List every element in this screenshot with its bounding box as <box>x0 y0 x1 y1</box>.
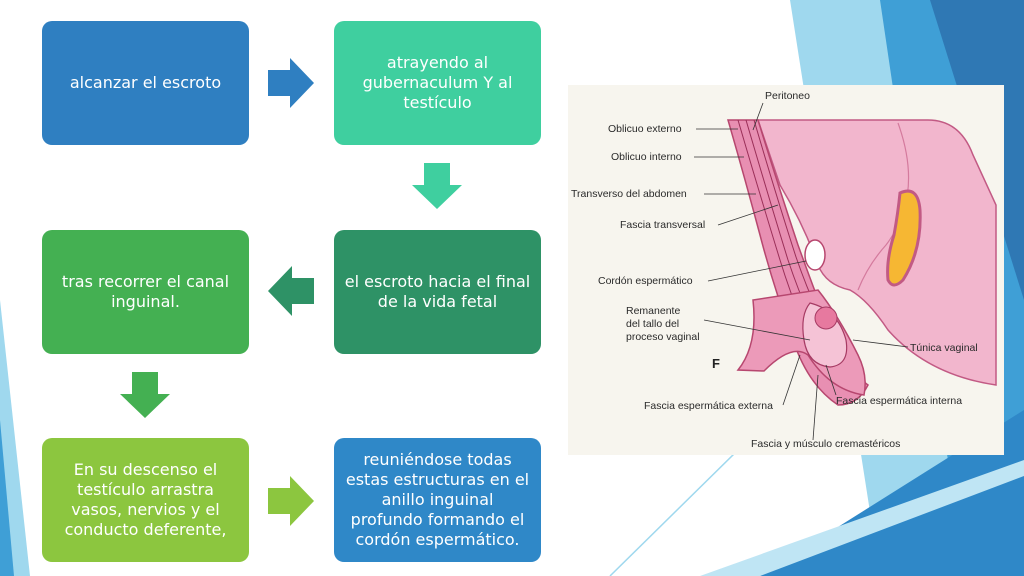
arrow-right-2 <box>268 476 314 526</box>
label-fascia-espermatica-externa: Fascia espermática externa <box>644 400 773 412</box>
label-tunica-vaginal: Túnica vaginal <box>910 342 978 354</box>
label-fascia-musculo-cremastericos: Fascia y músculo cremastéricos <box>751 438 900 450</box>
leader-lines <box>694 102 909 441</box>
box-tras-recorrer-canal: tras recorrer el canal inguinal. <box>42 230 249 354</box>
testis <box>814 306 838 330</box>
label-fascia-espermatica-interna: Fascia espermática interna <box>836 395 962 407</box>
cavity-inner-fold <box>857 122 910 291</box>
spermatic-cord <box>804 239 826 271</box>
arrow-right-1 <box>268 58 314 108</box>
inguinal-anatomy-figure: Peritoneo Oblicuo externo Oblicuo intern… <box>568 85 1004 455</box>
yellow-structure <box>886 189 922 287</box>
bottom-right-triangle-light <box>700 460 1024 576</box>
box-atrayendo-gubernaculum: atrayendo al gubernaculum Y al testículo <box>334 21 541 145</box>
label-fascia-transversal: Fascia transversal <box>620 219 705 231</box>
box-escroto-final-vida-fetal: el escroto hacia el final de la vida fet… <box>334 230 541 354</box>
label-transverso-abdomen: Transverso del abdomen <box>571 188 687 200</box>
label-remanente-1: Remanente <box>626 305 680 317</box>
label-remanente-3: proceso vaginal <box>626 331 700 343</box>
label-oblicuo-interno: Oblicuo interno <box>611 151 682 163</box>
left-accent-dark <box>0 420 14 576</box>
box-descenso-testiculo: En su descenso el testículo arrastra vas… <box>42 438 249 562</box>
arrow-down-2 <box>120 372 170 418</box>
box-reuniendose-estructuras: reuniéndose todas estas estructuras en e… <box>334 438 541 562</box>
panel-letter: F <box>712 356 720 371</box>
label-cordon-espermatico: Cordón espermático <box>598 275 693 287</box>
arrow-down-1 <box>412 163 462 209</box>
label-peritoneo: Peritoneo <box>765 90 810 102</box>
arrow-left-1 <box>268 266 314 316</box>
label-remanente-2: del tallo del <box>626 318 679 330</box>
box-alcanzar-escroto: alcanzar el escroto <box>42 21 249 145</box>
label-oblicuo-externo: Oblicuo externo <box>608 123 682 135</box>
